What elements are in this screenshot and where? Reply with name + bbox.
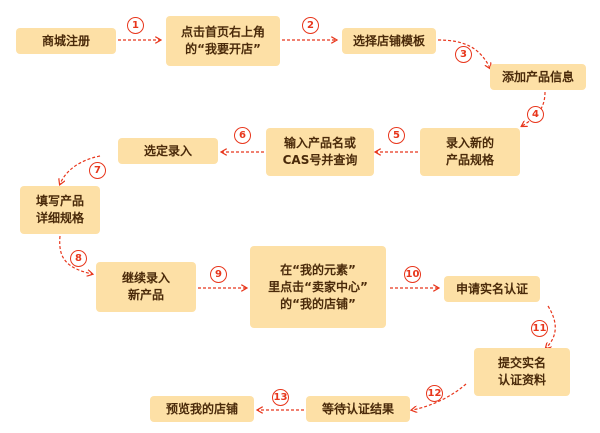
arrow-7 [60, 155, 101, 184]
step-number-11: 11 [531, 320, 548, 337]
step-label: 提交实名 认证资料 [497, 356, 546, 387]
step-number-3: 3 [455, 46, 472, 63]
step-register: 商城注册 [16, 28, 116, 54]
step-continue-entry: 继续录入 新产品 [96, 262, 196, 312]
arrow-12 [412, 383, 467, 410]
step-my-store: 在“我的元素” 里点击“卖家中心” 的“我的店铺” [250, 246, 386, 328]
step-label: 申请实名认证 [455, 281, 528, 296]
step-label: 录入新的 产品规格 [445, 136, 494, 167]
arrow-8 [59, 235, 92, 274]
step-label: 商城注册 [41, 33, 90, 48]
step-apply-verify: 申请实名认证 [444, 276, 540, 302]
step-fill-spec: 填写产品 详细规格 [20, 186, 100, 234]
step-number-10: 10 [404, 266, 421, 283]
step-label: 在“我的元素” 里点击“卖家中心” 的“我的店铺” [268, 262, 368, 311]
step-number-2: 2 [302, 17, 319, 34]
step-label: 填写产品 详细规格 [35, 194, 84, 225]
step-label: 添加产品信息 [501, 69, 574, 84]
step-label: 预览我的店铺 [165, 401, 238, 416]
step-new-spec: 录入新的 产品规格 [420, 128, 520, 176]
step-number-6: 6 [234, 127, 251, 144]
arrow-11 [546, 305, 556, 348]
step-label: 选择店铺模板 [352, 33, 425, 48]
step-submit-docs: 提交实名 认证资料 [474, 348, 570, 396]
arrow-3 [437, 39, 490, 68]
step-number-1: 1 [127, 17, 144, 34]
step-preview-store: 预览我的店铺 [150, 396, 254, 422]
step-label: 选定录入 [143, 143, 192, 158]
step-label: 输入产品名或 CAS号并查询 [282, 136, 358, 167]
step-number-8: 8 [70, 250, 87, 267]
step-number-5: 5 [388, 127, 405, 144]
step-number-13: 13 [272, 389, 289, 406]
step-label: 继续录入 新产品 [121, 271, 170, 302]
step-number-7: 7 [89, 162, 106, 179]
step-number-4: 4 [527, 106, 544, 123]
step-wait-result: 等待认证结果 [306, 396, 410, 422]
step-open-store: 点击首页右上角 的“我要开店” [166, 16, 280, 66]
step-select-entry: 选定录入 [118, 138, 218, 164]
step-label: 点击首页右上角 的“我要开店” [180, 25, 265, 56]
step-search-cas: 输入产品名或 CAS号并查询 [266, 128, 374, 176]
step-choose-template: 选择店铺模板 [342, 28, 436, 54]
step-add-product: 添加产品信息 [490, 64, 586, 90]
step-number-9: 9 [210, 266, 227, 283]
step-number-12: 12 [426, 385, 443, 402]
step-label: 等待认证结果 [321, 401, 394, 416]
